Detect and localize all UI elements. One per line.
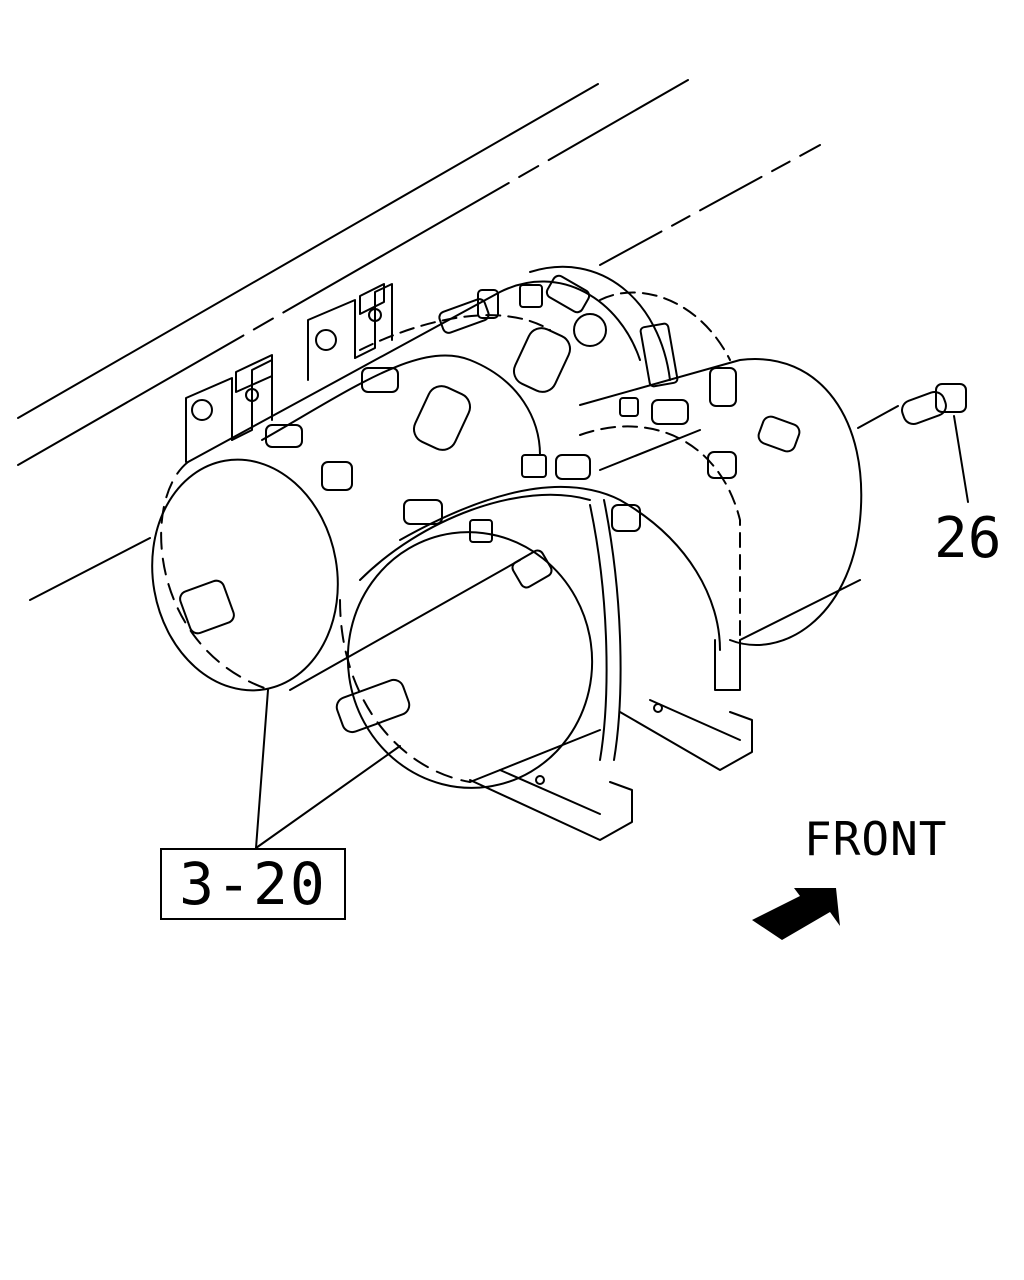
air-tank-rear: [151, 280, 641, 692]
reference-box-label: 3-20: [179, 850, 327, 918]
front-direction-arrow: [752, 888, 840, 940]
part-callout-label: 26: [934, 506, 1002, 571]
frame-rail-lines: [17, 79, 821, 601]
front-direction-label: FRONT: [804, 812, 948, 866]
elbow-fitting-part-26: [857, 383, 967, 429]
tank-straps: [589, 499, 741, 761]
air-tank-back-right: [529, 265, 863, 646]
reference-box: 3-20: [160, 848, 346, 920]
mounting-bracket-left: [185, 354, 273, 463]
lower-brackets: [469, 699, 753, 841]
leader-lines: [255, 415, 969, 849]
mounting-bracket-right: [307, 283, 393, 381]
tank-fittings: [179, 274, 801, 734]
